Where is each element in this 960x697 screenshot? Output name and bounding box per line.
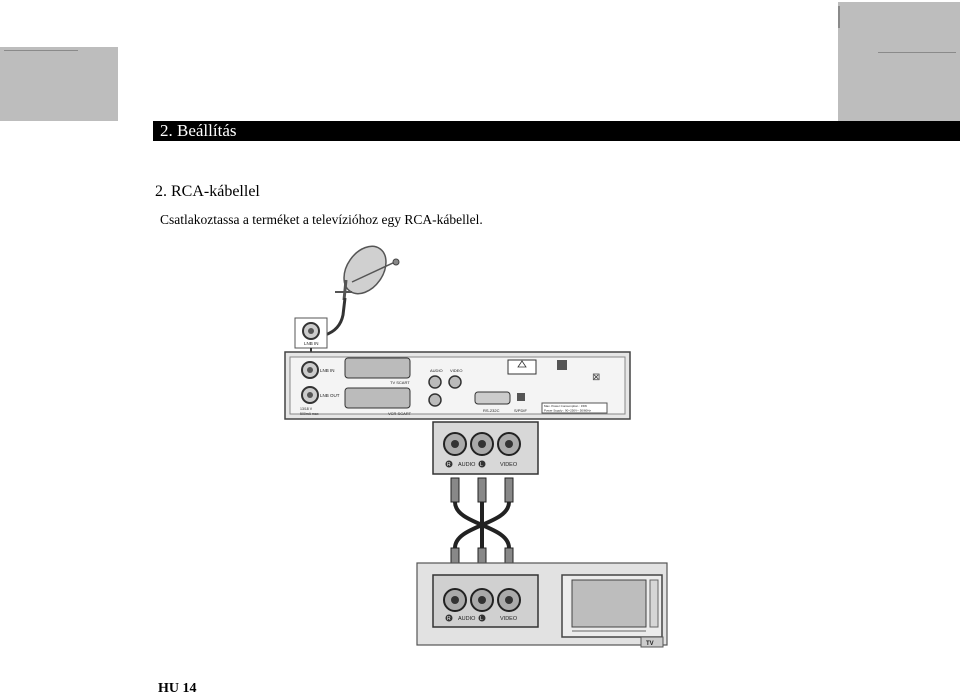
lnb-connector: LNB IN xyxy=(294,317,328,349)
receiver-plug-video: VIDEO xyxy=(500,462,518,468)
vcr-scart-label: VCR SCART xyxy=(388,411,412,416)
tv-panel: R AUDIO L VIDEO TV xyxy=(416,562,668,648)
spdif-label: S/PDIF xyxy=(514,408,527,413)
lnb-label: LNB IN xyxy=(304,341,319,346)
receiver-video-label: VIDEO xyxy=(450,368,462,373)
tv-plug-r: R xyxy=(447,616,451,622)
rs232-label: RS-232C xyxy=(483,408,500,413)
receiver-plug-l: L xyxy=(480,462,483,468)
television-icon xyxy=(561,574,663,638)
chapter-header-bar: 2. Beállítás xyxy=(153,121,960,141)
satellite-dish-icon xyxy=(335,245,400,301)
receiver-plug-audio: AUDIO xyxy=(458,462,476,468)
receiver-plug-r: R xyxy=(447,462,451,468)
spec-text-2: Power Supply : 90~250V~ 50/60Hz xyxy=(544,409,591,413)
page-number: HU 14 xyxy=(158,681,197,696)
recycle-bin-icon: ⊠ xyxy=(592,372,600,383)
tv-scart-label: TV SCART xyxy=(390,380,410,385)
spec-text-1: Max. Power Consumption : 15W xyxy=(544,404,587,408)
receiver-lnb-out-label: LNB OUT xyxy=(320,393,340,398)
rca-connection-diagram: LNB IN LNB IN LNB OUT 13/18 V 500mA max … xyxy=(284,245,668,648)
tv-plug-audio: AUDIO xyxy=(458,616,476,622)
receiver-back-panel: LNB IN LNB OUT 13/18 V 500mA max TV SCAR… xyxy=(284,351,631,420)
page-corner-decoration-left xyxy=(0,47,118,121)
instruction-text: Csatlakoztassa a terméket a televízióhoz… xyxy=(160,212,483,227)
receiver-lnb-in-label: LNB IN xyxy=(320,368,335,373)
tv-label: TV xyxy=(646,641,654,647)
receiver-power-text-2: 500mA max xyxy=(300,412,319,416)
tv-plug-video: VIDEO xyxy=(500,616,518,622)
receiver-audio-label: AUDIO xyxy=(430,368,443,373)
tv-plug-l: L xyxy=(480,616,483,622)
rca-cables xyxy=(450,477,514,573)
section-title: 2. RCA-kábellel xyxy=(155,183,260,200)
page-corner-decoration-right xyxy=(838,2,960,121)
chapter-title: 2. Beállítás xyxy=(160,121,237,140)
receiver-power-text-1: 13/18 V xyxy=(300,407,313,411)
receiver-rca-jacks: R AUDIO L VIDEO xyxy=(432,421,539,475)
